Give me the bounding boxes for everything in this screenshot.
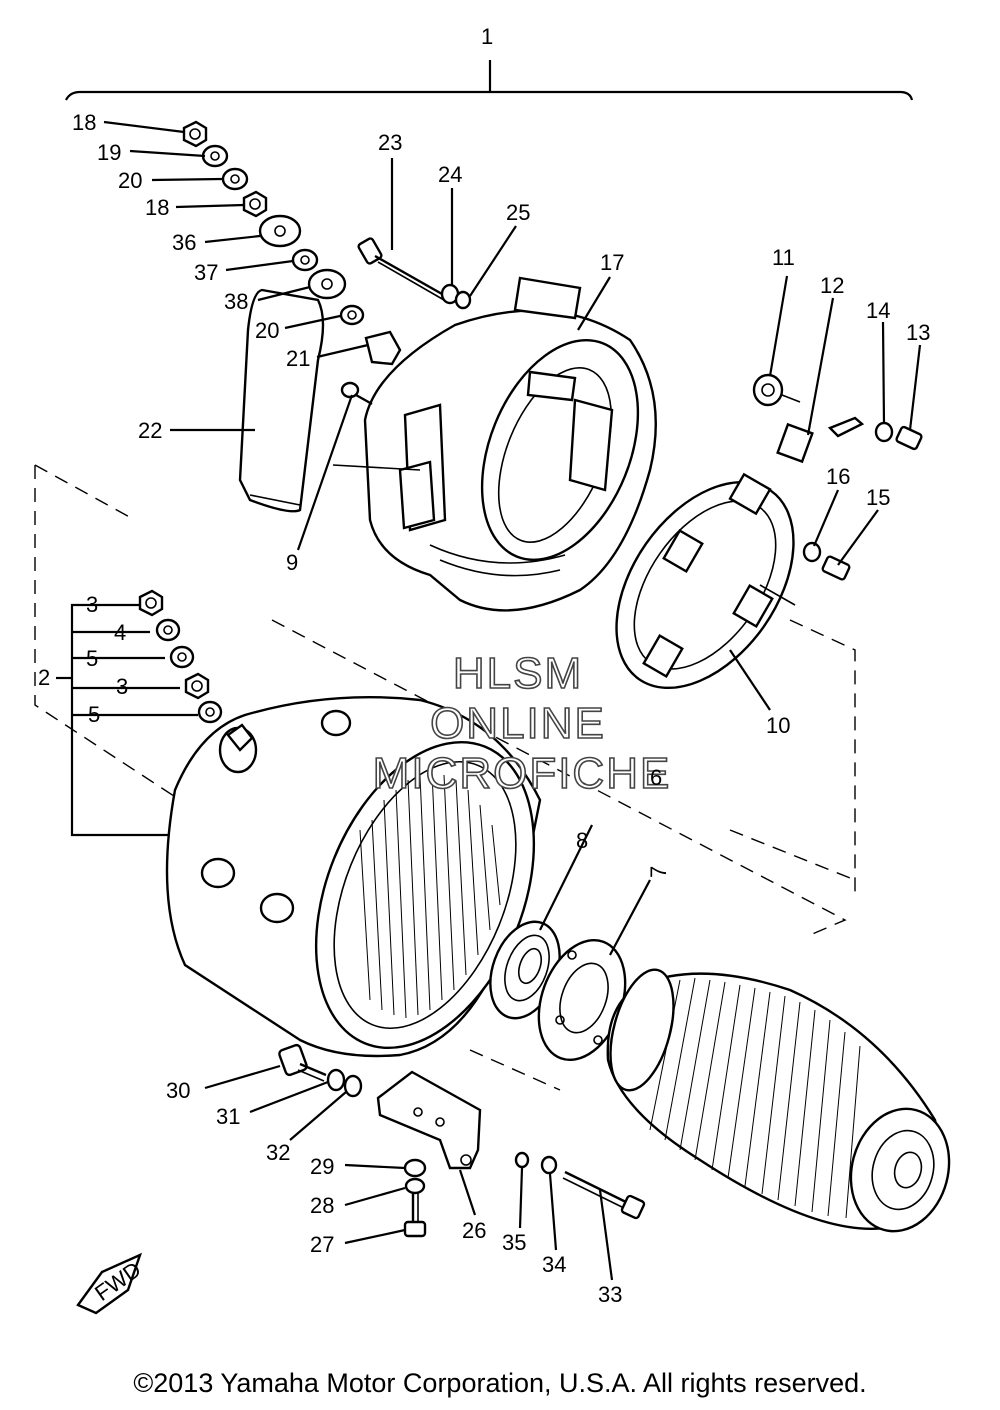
callout-6: 6	[650, 765, 662, 790]
callout-18-top: 18	[72, 110, 96, 135]
watermark-line1: HLSM	[453, 649, 583, 698]
callout-22: 22	[138, 418, 162, 443]
armature-winding-hatching	[649, 977, 861, 1219]
copyright-notice: ©2013 Yamaha Motor Corporation, U.S.A. A…	[133, 1368, 867, 1398]
brush-plate-10	[615, 472, 796, 690]
callout-30: 30	[166, 1078, 190, 1103]
screw-13	[895, 425, 923, 451]
callout-2: 2	[38, 665, 50, 690]
callout-21: 21	[286, 346, 310, 371]
watermark: HLSM ONLINE MICROFICHE	[372, 648, 672, 799]
washer-14	[874, 421, 894, 443]
callout-20-lower: 20	[255, 318, 279, 343]
end-housing-17	[363, 276, 657, 612]
washer-32	[343, 1074, 363, 1098]
callout-1: 1	[481, 24, 493, 49]
callout-31: 31	[216, 1104, 240, 1129]
field-coil-hatching	[359, 771, 501, 1019]
washer-35	[514, 1151, 530, 1169]
washer-25	[454, 290, 472, 310]
callout-13: 13	[906, 320, 930, 345]
callout-19: 19	[97, 140, 121, 165]
callout-15: 15	[866, 485, 890, 510]
callout-28: 28	[310, 1193, 334, 1218]
callout-18-lower: 18	[145, 195, 169, 220]
callout-34: 34	[542, 1252, 566, 1277]
callout-36: 36	[172, 230, 196, 255]
through-bolt-23	[357, 237, 472, 310]
callout-16: 16	[826, 464, 850, 489]
insulator-pad-22	[238, 288, 325, 513]
washer-36	[258, 214, 302, 248]
washer-28	[404, 1177, 426, 1195]
terminal-insulator-21	[364, 330, 402, 366]
callout-9: 9	[286, 550, 298, 575]
bolt-27	[403, 1220, 427, 1238]
callout-37: 37	[194, 260, 218, 285]
screw-9	[332, 381, 421, 471]
washer-34	[540, 1155, 558, 1175]
washer-38	[307, 268, 347, 300]
bolt-27-stack	[403, 1158, 427, 1238]
bolt-30	[278, 1043, 327, 1082]
washer-16	[802, 541, 822, 563]
callout-33: 33	[598, 1282, 622, 1307]
callout-27: 27	[310, 1232, 334, 1257]
callout-20-top: 20	[118, 168, 142, 193]
front-arrow-badge: FWD	[76, 1252, 146, 1315]
callout-23: 23	[378, 130, 402, 155]
callout-labels: 1 2 3 4 5 3 5 6 7 8 9 10 11 12 13 14 15 …	[38, 24, 930, 1307]
terminal-12	[776, 422, 814, 464]
callout-12: 12	[820, 273, 844, 298]
watermark-line3: MICROFICHE	[373, 749, 672, 798]
nut-29	[403, 1158, 427, 1178]
callout-38: 38	[224, 289, 248, 314]
armature-6	[606, 968, 951, 1233]
callout-5-lower: 5	[88, 702, 100, 727]
brush-hardware-11-16	[752, 373, 923, 581]
screw-15	[821, 555, 851, 581]
callout-35: 35	[502, 1230, 526, 1255]
fastener-stack-top	[182, 120, 402, 366]
callout-17: 17	[600, 250, 624, 275]
washer-19	[201, 144, 229, 168]
fastener-stack-side	[138, 589, 223, 724]
callout-4: 4	[114, 620, 126, 645]
callout-3-lower: 3	[116, 674, 128, 699]
nut-11	[752, 373, 784, 407]
callout-7: 7	[646, 866, 671, 878]
callout-5-upper: 5	[86, 646, 98, 671]
callout-8: 8	[576, 828, 588, 853]
callout-25: 25	[506, 200, 530, 225]
watermark-line2: ONLINE	[430, 699, 606, 748]
assembly-bracket-1	[65, 60, 914, 101]
washer-20-lower	[339, 304, 365, 326]
callout-29: 29	[310, 1154, 334, 1179]
callout-leaders	[103, 120, 922, 1281]
washer-31	[326, 1068, 346, 1092]
callout-24: 24	[438, 162, 462, 187]
callout-32: 32	[266, 1140, 290, 1165]
callout-14: 14	[866, 298, 890, 323]
callout-11: 11	[772, 245, 795, 270]
washer-20-top	[221, 167, 249, 191]
bolt-33	[562, 1170, 646, 1220]
assembly-bracket-2	[56, 603, 198, 837]
washer-37	[291, 248, 319, 272]
nut-18-top	[182, 120, 208, 148]
nut-18-lower	[242, 190, 268, 218]
callout-10: 10	[766, 713, 790, 738]
motor-yoke-frame	[165, 695, 542, 1058]
callout-26: 26	[462, 1218, 486, 1243]
mount-bracket-26	[376, 1070, 482, 1170]
callout-3-upper: 3	[86, 592, 98, 617]
